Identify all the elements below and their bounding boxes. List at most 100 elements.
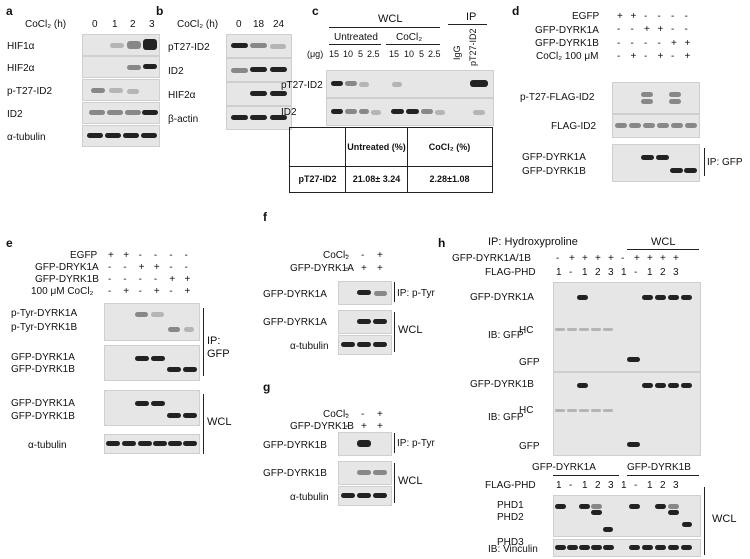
sign: 1 [647, 267, 653, 278]
sign: + [634, 253, 640, 264]
wcl-label: WCL [398, 475, 423, 487]
sign: 1 [582, 267, 588, 278]
blot-id2 [326, 98, 494, 126]
amount: 10 [404, 49, 415, 59]
sign: - [345, 421, 349, 432]
blot-pt27 [226, 34, 292, 58]
sign: - [345, 250, 349, 261]
condition-label: 100 μM CoCl₂ [31, 286, 94, 297]
condition-label: GFP-DRYK1A [35, 262, 99, 273]
sign: - [569, 267, 573, 278]
sign: 3 [673, 480, 679, 491]
row-label: HIF1α [7, 41, 35, 52]
sign: + [184, 286, 191, 297]
sign: + [644, 24, 650, 36]
sign: + [660, 253, 666, 264]
panel-letter: e [6, 236, 13, 250]
condition-label: EGFP [572, 11, 600, 22]
row-label: ID2 [7, 109, 23, 120]
row-label: GFP-DYRK1B [11, 411, 75, 422]
row-label: IB: GFP [488, 330, 524, 341]
panel-letter: d [512, 4, 520, 18]
sign: - [657, 11, 661, 22]
sign: + [647, 253, 653, 264]
blot-hif1a [82, 34, 160, 56]
row-label: GFP [519, 357, 540, 368]
sign: - [630, 37, 634, 49]
sign: + [657, 24, 664, 36]
quantification-table [289, 127, 493, 193]
sign: - [556, 253, 560, 264]
sign: 3 [608, 267, 614, 278]
sign: - [108, 262, 112, 273]
sign: - [123, 262, 127, 273]
row-label: GFP-DYRK1A [11, 398, 75, 409]
row-label: HC [519, 405, 534, 416]
row-label: α-tubulin [290, 492, 329, 503]
panel-letter: c [312, 4, 319, 18]
sign: 1 [556, 480, 562, 491]
sign: + [123, 250, 130, 261]
sign: + [377, 409, 383, 420]
timepoint: 0 [92, 19, 98, 30]
sign: - [138, 286, 142, 297]
blot-ptyr [338, 432, 392, 456]
row-label: HC [519, 325, 534, 336]
sign: - [169, 286, 173, 297]
phd-row-label: FLAG-PHD [485, 267, 536, 278]
blot-gfp-wcl [338, 461, 392, 485]
amount: 2.5 [428, 49, 441, 59]
sign: + [608, 253, 614, 264]
condition-label: GFP-DYRK1B [535, 38, 599, 49]
blot-hif2a [82, 56, 160, 78]
timepoint: 24 [273, 19, 285, 30]
ip-label: IP: p-Tyr [397, 438, 435, 449]
sign: - [123, 274, 127, 285]
blot-pt27-flag-id2 [612, 82, 700, 114]
sign: 1 [621, 480, 627, 491]
sign: - [617, 37, 621, 49]
sign: + [123, 286, 130, 297]
sign: 3 [608, 480, 614, 491]
sign: + [377, 421, 383, 432]
sign: 1 [582, 480, 588, 491]
timepoint: 18 [253, 19, 265, 30]
ip-label: IP: [207, 335, 221, 347]
sign: - [153, 274, 158, 285]
sign: - [684, 24, 688, 36]
sign: - [671, 24, 675, 36]
amount: 5 [358, 49, 364, 59]
panel-letter: a [6, 4, 13, 18]
sign: - [345, 263, 349, 274]
sign: 2 [660, 480, 666, 491]
sign: - [138, 274, 142, 285]
row-label: GFP-DYRK1A [11, 352, 75, 363]
sign: 1 [556, 267, 562, 278]
row-label: α-tubulin [290, 341, 329, 352]
sign: - [345, 409, 349, 420]
sign: - [617, 50, 621, 62]
row-label: GFP-DYRK1A [522, 152, 586, 163]
wcl-header: WCL [378, 13, 403, 25]
table-col-header: CoCl₂ (%) [428, 142, 471, 152]
blot-gfp-wcl [338, 310, 392, 334]
sign: - [671, 11, 675, 22]
row-label: p-Tyr-DYRK1A [11, 308, 78, 319]
sign: - [169, 250, 173, 261]
sign: - [153, 250, 158, 261]
row-label: GFP-DYRK1B [263, 440, 327, 451]
blot-tubulin [104, 434, 200, 454]
row-label: pT27-ID2 [168, 42, 210, 53]
blot-ptyr [104, 303, 200, 341]
sign: + [184, 274, 191, 285]
sign: + [108, 250, 114, 261]
row-label: ID2 [168, 66, 184, 77]
table-row-label: pT27-ID2 [298, 174, 337, 184]
row-label: GFP-DYRK1B [11, 364, 75, 375]
sign: 2 [660, 267, 666, 278]
time-header: CoCl₂ (h) [25, 19, 67, 30]
igg-label: IgG [452, 45, 462, 60]
row-label: α-tubulin [28, 440, 67, 451]
sign: - [644, 50, 648, 62]
blot-tubulin [82, 125, 160, 147]
